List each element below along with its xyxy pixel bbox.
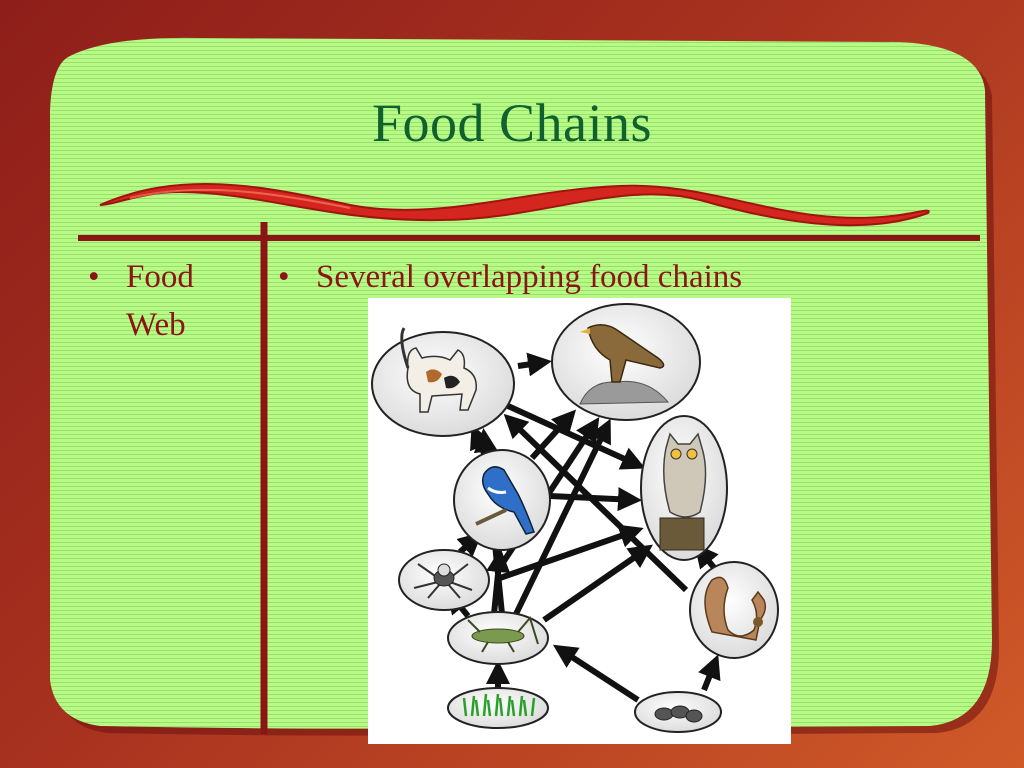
bullet-text: Several overlapping food chains [316,259,743,295]
grasshopper-icon [467,615,539,653]
hawk-icon [587,324,665,383]
node-cat [371,327,515,437]
node-spider [398,549,490,611]
node-bluejay [453,449,551,551]
squirrel-icon [704,576,767,641]
arrow-spider-owl [499,524,644,581]
node-owl [640,415,728,561]
node-squirrel [689,561,779,659]
arrow-hopper-hawk [513,418,611,616]
arrow-hopper-owl [542,544,653,623]
food-web-illustration [368,298,791,744]
food-web-diagram [371,303,779,733]
arrow-seeds-squirrel [698,654,721,692]
arrow-seeds-hopper [552,644,640,703]
stump-icon [659,517,705,551]
node-hawk [551,303,701,421]
arrow-squirrel-hawk [503,413,689,593]
arrow-cat-owl [506,403,646,470]
cat-icon [406,347,477,413]
arrow-cat-hawk [517,352,552,377]
bullet-text: Food Web [126,259,194,343]
bullet-dot: • [278,259,290,295]
bluejay-icon [481,466,535,535]
node-seeds [634,691,722,733]
node-grasshopper [447,611,549,665]
bullet-food-web: • Food Web [88,254,248,350]
spider-icon [413,563,473,599]
slide-title: Food Chains [371,93,653,153]
grass-icon [462,693,536,717]
bullet-overlapping-chains: • Several overlapping food chains [278,254,878,302]
seeds-icon [654,705,703,723]
node-grass [447,687,549,729]
swoosh-highlight [129,188,351,209]
bullet-dot: • [88,259,100,295]
owl-icon [663,432,707,518]
red-swoosh [99,183,930,227]
